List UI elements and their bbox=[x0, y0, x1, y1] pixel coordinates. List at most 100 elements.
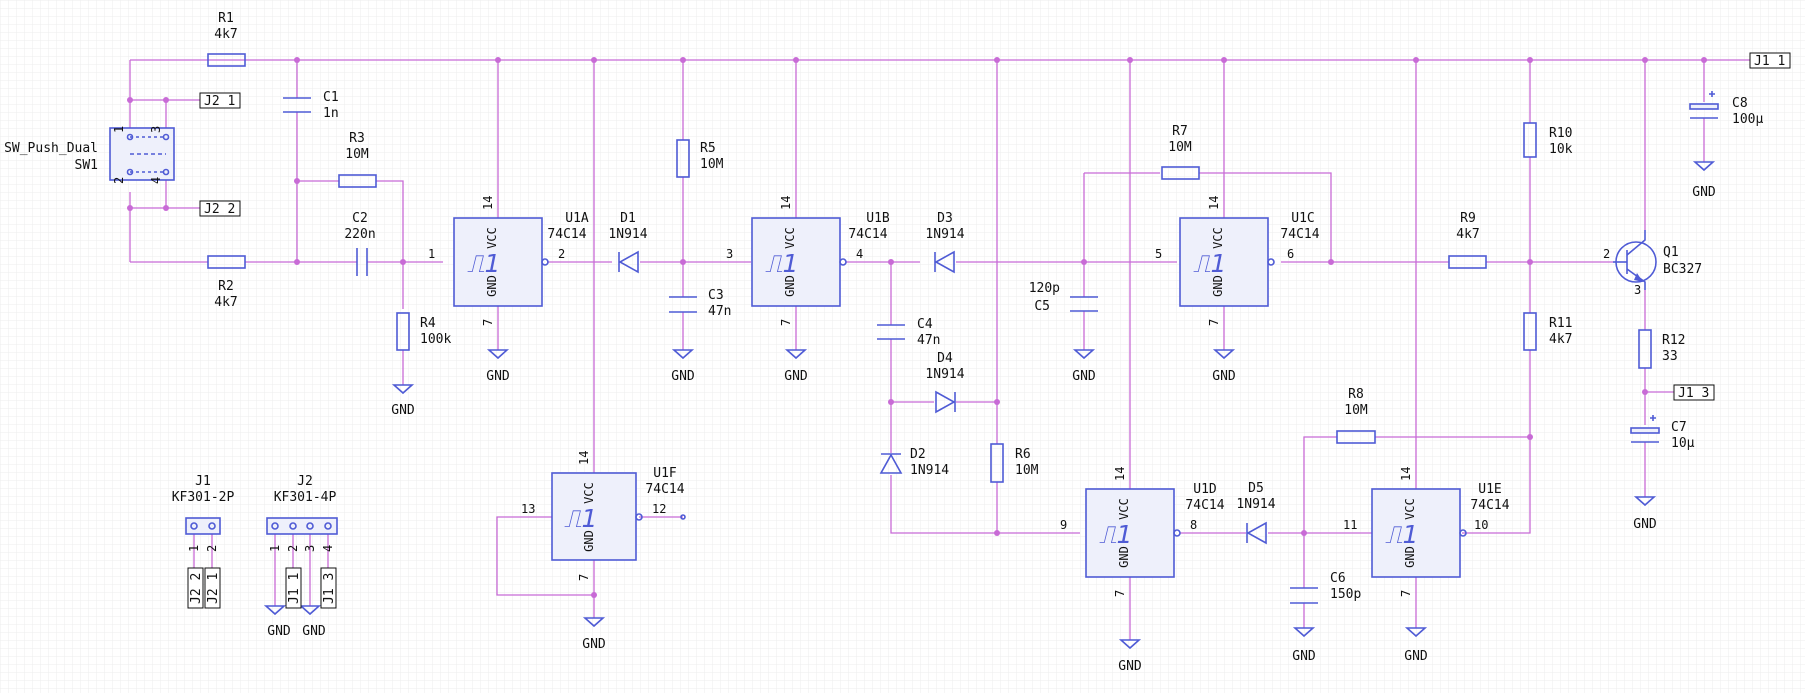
c2-symbol[interactable] bbox=[356, 248, 368, 276]
d4-value: 1N914 bbox=[925, 367, 964, 382]
gnd-label: GND bbox=[1404, 649, 1428, 664]
gate-u1c-gnd: GND bbox=[1211, 275, 1225, 297]
net-label-j1-1-vert-box[interactable] bbox=[285, 567, 302, 609]
r12-body[interactable] bbox=[1638, 329, 1652, 369]
gnd-label: GND bbox=[582, 637, 606, 652]
pin-number: 14 bbox=[1399, 467, 1413, 481]
connector-j1[interactable] bbox=[185, 517, 221, 535]
r7-body[interactable] bbox=[1161, 166, 1200, 180]
gate-u1d-gnd: GND bbox=[1117, 546, 1131, 568]
q1-value: BC327 bbox=[1663, 262, 1702, 277]
r2-body[interactable] bbox=[207, 255, 246, 269]
gate-u1c[interactable]: ⎍1 VCC GND bbox=[1179, 217, 1275, 307]
gate-u1c-vcc: VCC bbox=[1211, 227, 1225, 249]
d5-symbol[interactable] bbox=[1246, 521, 1267, 545]
svg-text:⎍1: ⎍1 bbox=[564, 504, 597, 533]
c1-ref: C1 bbox=[323, 90, 339, 105]
net-label-j1-3: J1_3 bbox=[1678, 386, 1709, 401]
r4-body[interactable] bbox=[396, 312, 410, 351]
gate-u1e[interactable]: ⎍1 VCC GND bbox=[1371, 488, 1467, 578]
gnd-label: GND bbox=[486, 369, 510, 384]
net-label-j1-1-box[interactable] bbox=[1749, 52, 1791, 69]
net-label-j2-1-box[interactable] bbox=[199, 92, 241, 109]
c7-value: 10µ bbox=[1671, 436, 1695, 451]
pin-number: 1 bbox=[428, 247, 435, 261]
u1c-value: 74C14 bbox=[1280, 227, 1319, 242]
q1-ref: Q1 bbox=[1663, 245, 1679, 260]
r9-body[interactable] bbox=[1448, 255, 1487, 269]
d2-symbol[interactable] bbox=[879, 453, 903, 474]
c6-ref: C6 bbox=[1330, 571, 1346, 586]
u1f-ref: U1F bbox=[653, 466, 677, 481]
gate-u1f-vcc: VCC bbox=[582, 482, 596, 504]
u1e-ref: U1E bbox=[1478, 482, 1501, 497]
r3-ref: R3 bbox=[349, 131, 365, 146]
c1-symbol[interactable] bbox=[283, 97, 311, 113]
r1-body[interactable] bbox=[207, 53, 246, 67]
u1c-ref: U1C bbox=[1291, 211, 1314, 226]
pin-number: 7 bbox=[1207, 319, 1221, 326]
c4-value: 47n bbox=[917, 333, 940, 348]
pin-number: 2 bbox=[1603, 247, 1610, 261]
d2-ref: D2 bbox=[910, 447, 926, 462]
r5-body[interactable] bbox=[676, 139, 690, 178]
gnd-label: GND bbox=[302, 624, 326, 639]
r12-value: 33 bbox=[1662, 349, 1678, 364]
resistors bbox=[207, 53, 1652, 483]
c3-symbol[interactable] bbox=[669, 296, 697, 313]
d5-value: 1N914 bbox=[1236, 497, 1275, 512]
r6-body[interactable] bbox=[990, 443, 1004, 483]
r4-value: 100k bbox=[420, 332, 451, 347]
d1-symbol[interactable] bbox=[618, 250, 639, 274]
r10-body[interactable] bbox=[1523, 122, 1537, 158]
pin-number: 4 bbox=[856, 247, 863, 261]
c5-value: 120p bbox=[1029, 281, 1060, 296]
pin-numbers: 1 2 14 7 3 4 14 7 5 6 14 7 9 8 14 7 11 1… bbox=[112, 126, 1641, 597]
r11-body[interactable] bbox=[1523, 312, 1537, 351]
net-label-j2-2-box[interactable] bbox=[199, 200, 241, 217]
svg-text:⎍1: ⎍1 bbox=[1099, 520, 1132, 549]
r8-value: 10M bbox=[1344, 403, 1368, 418]
c6-symbol[interactable] bbox=[1290, 587, 1318, 604]
pin-number: 14 bbox=[779, 196, 793, 210]
wires bbox=[129, 59, 1750, 640]
transistor-q1[interactable] bbox=[1613, 230, 1657, 290]
connector-j2[interactable] bbox=[266, 517, 338, 535]
c7-symbol[interactable] bbox=[1630, 415, 1660, 443]
pin-number: 3 bbox=[726, 247, 733, 261]
net-label-j2-2: J2_2 bbox=[204, 202, 235, 217]
gate-u1b[interactable]: ⎍1 VCC GND bbox=[751, 217, 847, 307]
gate-u1a[interactable]: ⎍1 VCC GND bbox=[453, 217, 549, 307]
net-label-j2-2-vert-box[interactable] bbox=[187, 567, 204, 609]
pin-number: 12 bbox=[652, 502, 666, 516]
c5-symbol[interactable] bbox=[1070, 296, 1098, 312]
pin-number: 14 bbox=[1207, 196, 1221, 210]
net-label-j1-3-vert-box[interactable] bbox=[320, 567, 337, 609]
pin-number: 2 bbox=[205, 545, 219, 552]
u1a-value: 74C14 bbox=[547, 227, 586, 242]
u1e-value: 74C14 bbox=[1470, 498, 1509, 513]
pin-number: 7 bbox=[1113, 590, 1127, 597]
switch-sw1[interactable] bbox=[109, 127, 175, 181]
pin-number: 6 bbox=[1287, 247, 1294, 261]
d4-symbol[interactable] bbox=[935, 390, 956, 414]
r9-value: 4k7 bbox=[1456, 227, 1479, 242]
pin-number: 9 bbox=[1060, 518, 1067, 532]
component-labels: R1 4k7 R2 4k7 R3 10M R4 100k R5 10M R6 1… bbox=[4, 11, 1763, 602]
net-label-j2-1-vert-box[interactable] bbox=[204, 567, 221, 609]
c8-symbol[interactable] bbox=[1689, 91, 1719, 119]
u1d-ref: U1D bbox=[1193, 482, 1217, 497]
gate-u1f[interactable]: ⎍1 VCC GND bbox=[551, 472, 686, 561]
net-label-j1-3-box[interactable] bbox=[1673, 384, 1715, 401]
r3-body[interactable] bbox=[338, 174, 377, 188]
gate-u1d[interactable]: ⎍1 VCC GND bbox=[1085, 488, 1181, 578]
gnd-label: GND bbox=[671, 369, 695, 384]
j1-ref: J1 bbox=[195, 474, 211, 489]
pin-number: 3 bbox=[1634, 283, 1641, 297]
d1-value: 1N914 bbox=[608, 227, 647, 242]
r8-body[interactable] bbox=[1336, 430, 1376, 444]
c4-symbol[interactable] bbox=[877, 324, 905, 340]
pin-number: 2 bbox=[286, 545, 300, 552]
d3-symbol[interactable] bbox=[934, 250, 955, 274]
